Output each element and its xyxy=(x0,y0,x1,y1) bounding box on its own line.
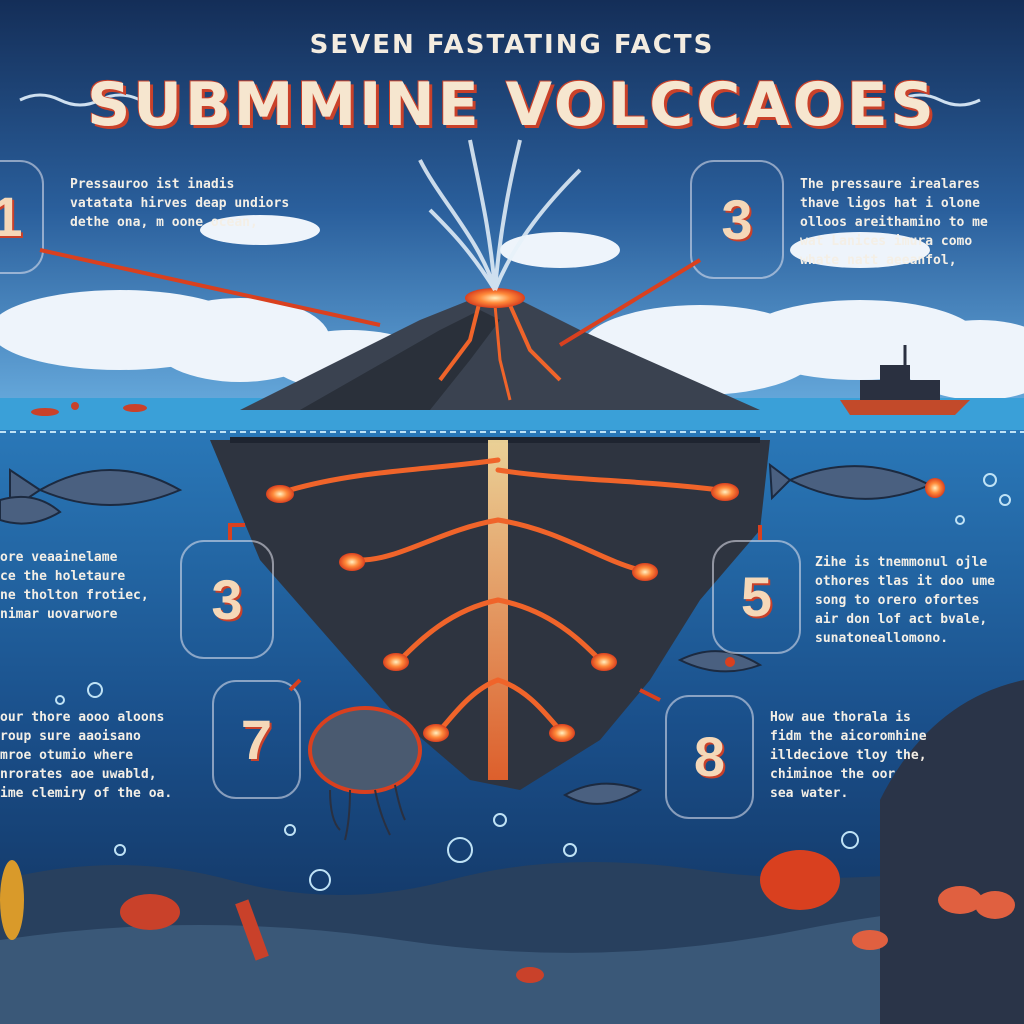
eruption-plume xyxy=(418,139,582,292)
coral-icon xyxy=(0,850,1015,983)
page-subtitle: SEVEN FASTATING FACTS xyxy=(309,30,715,60)
fact-text-3-mid: ore veaainelame ce the holetaure ne thol… xyxy=(0,550,149,622)
fact-text-5: Zihe is tnemmonul ojle othores tlas it d… xyxy=(815,555,996,646)
fact-number-3-top: 3 xyxy=(690,160,784,279)
fact-number-1: 1 xyxy=(0,160,44,274)
fact-number-7: 7 xyxy=(212,680,301,799)
bubble-icon xyxy=(55,473,1011,891)
fish-icon xyxy=(0,462,933,805)
fact-text-7: our thore aooo aloons roup sure aaoisano… xyxy=(0,710,173,801)
fact-text-1: Pressauroo ist inadis vatatata hirves de… xyxy=(70,177,290,230)
fact-text-8: How aue thorala is fidm the aicoromhine … xyxy=(770,710,927,801)
coral-icon xyxy=(308,706,422,841)
fact-text-3-top: The pressaure irealares thave ligos hat … xyxy=(800,177,988,268)
fact-number-8: 8 xyxy=(665,695,754,819)
fact-number-5: 5 xyxy=(712,540,801,654)
ship-icon xyxy=(840,345,970,415)
fact-number-3-mid: 3 xyxy=(180,540,274,659)
page-title: SUBMMINE VOLCCAOES xyxy=(87,70,937,140)
